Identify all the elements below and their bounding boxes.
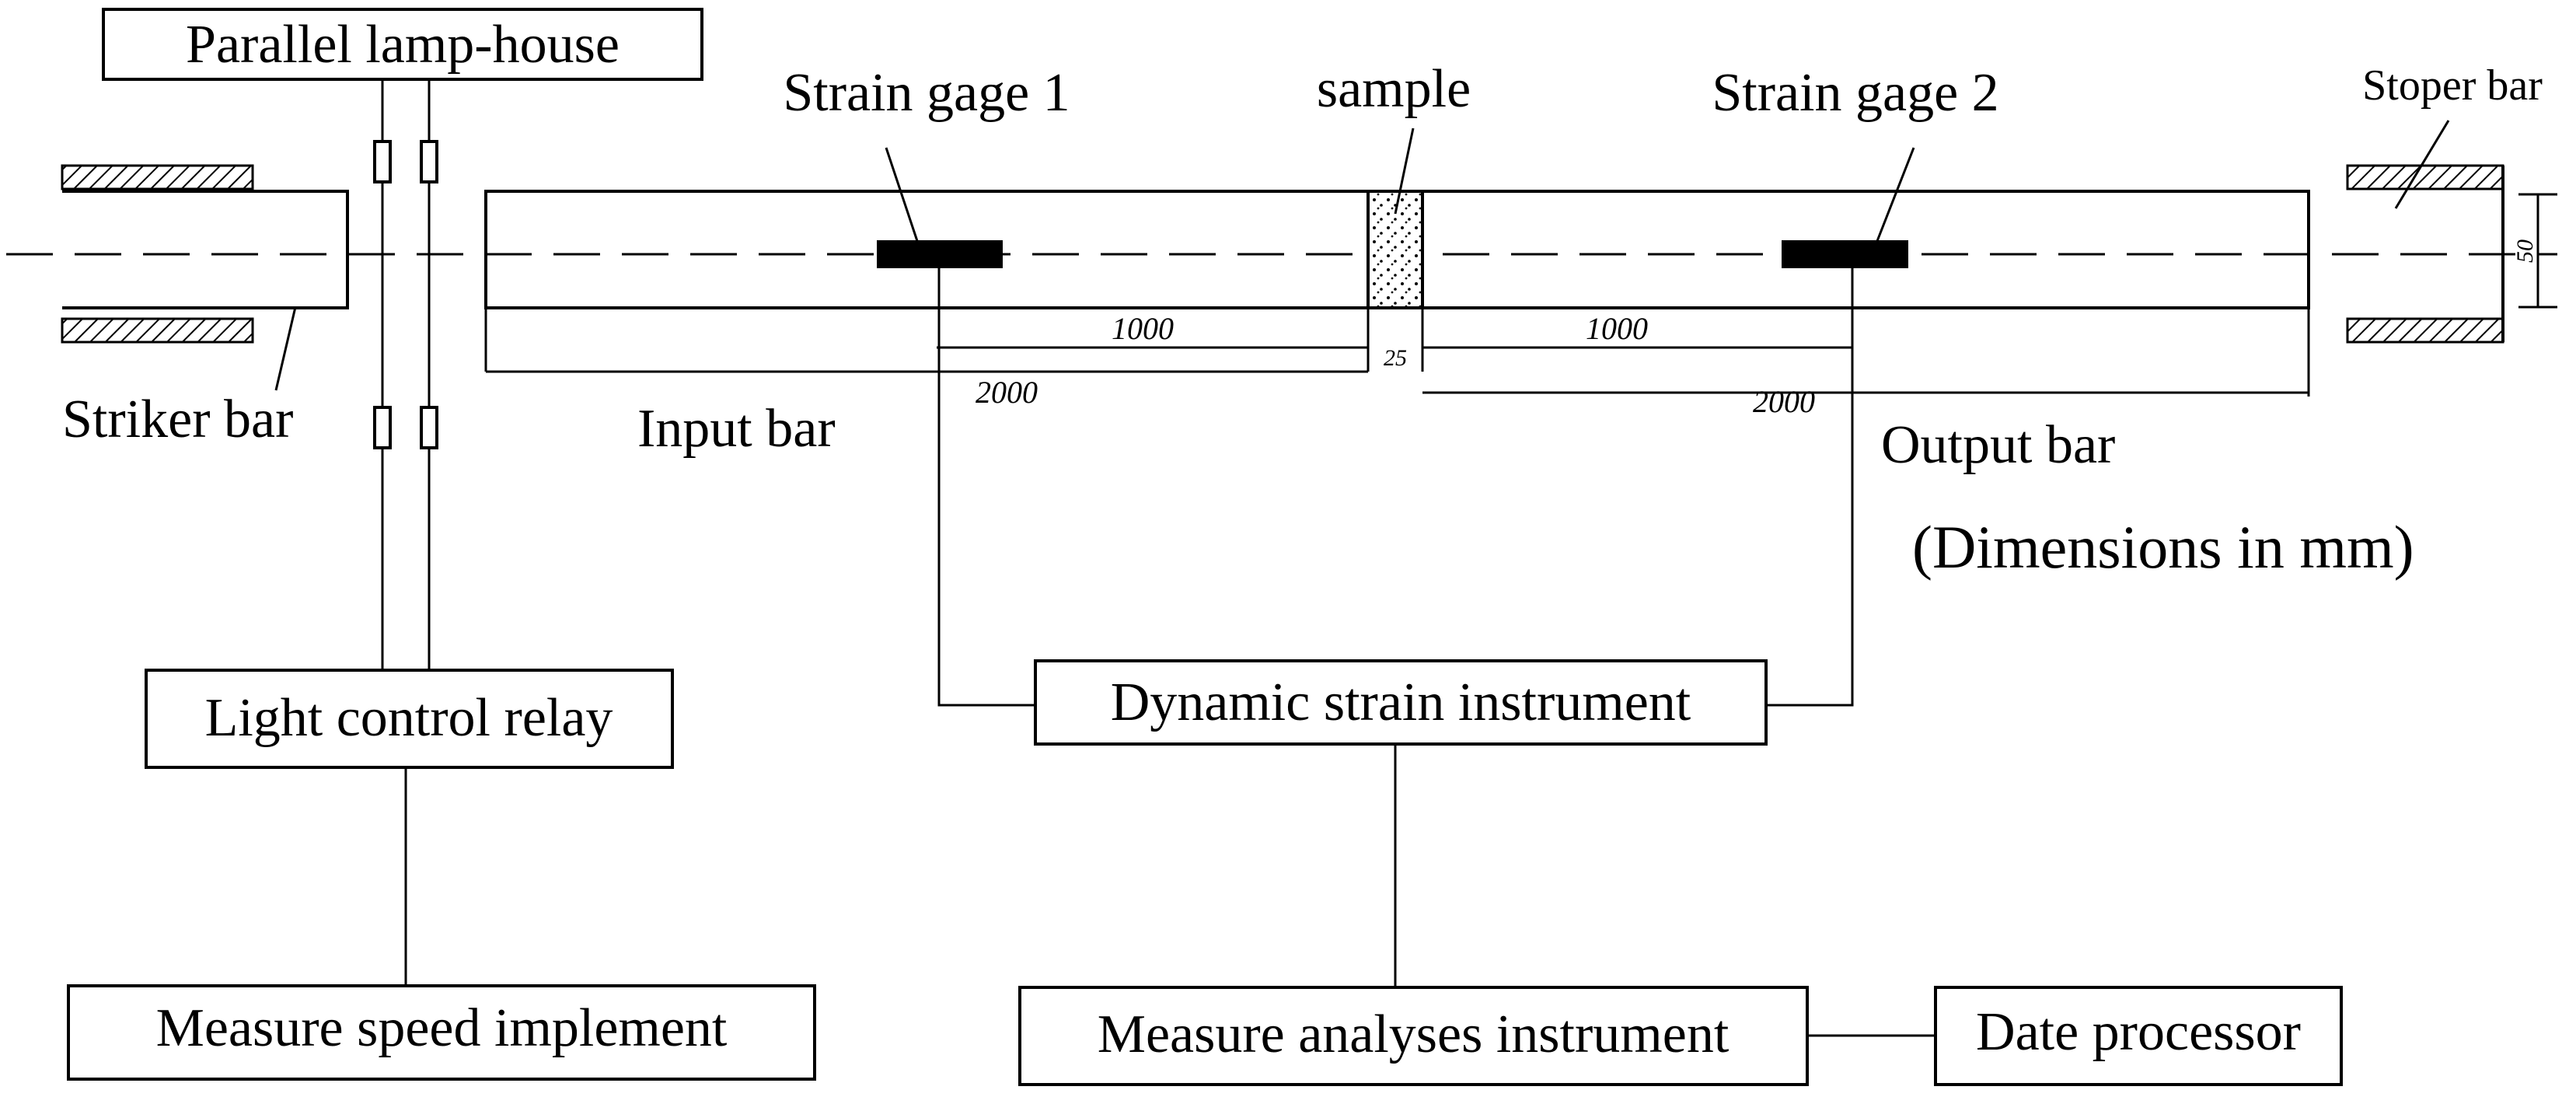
dynamic-strain-instrument-box xyxy=(1034,659,1768,746)
striker-housing-bottom xyxy=(61,317,254,344)
output-bar xyxy=(1421,190,2310,309)
light-control-relay-label: Light control relay xyxy=(205,688,613,748)
strain-gage-2 xyxy=(1782,240,1908,268)
lamp-lower-right xyxy=(420,406,438,449)
parallel-lamp-house-box xyxy=(102,8,703,81)
stoper-bar-label: Stoper bar xyxy=(2362,61,2543,110)
sample-label: sample xyxy=(1317,59,1471,119)
dim-sample-to-gage2: 1000 xyxy=(1586,311,1648,346)
strain-gage-2-leader xyxy=(1876,147,1915,242)
dynamic-strain-instrument-label: Dynamic strain instrument xyxy=(1111,673,1691,732)
measure-speed-implement-label: Measure speed implement xyxy=(156,998,728,1058)
dim-sample-length: 25 xyxy=(1384,345,1407,371)
output-bar-label: Output bar xyxy=(1881,415,2115,475)
strain-gage-1-leader xyxy=(885,147,919,242)
measure-analyses-instrument-box xyxy=(1018,986,1809,1086)
measure-speed-implement-box xyxy=(67,984,816,1081)
wire-gage2 xyxy=(1766,268,1854,707)
striker-bar xyxy=(62,190,349,309)
dim-output-bar-length: 2000 xyxy=(1753,384,1815,419)
dim-bar-diameter: 50 xyxy=(2512,239,2538,263)
lamp-upper-right xyxy=(420,140,438,183)
lamp-lower-left xyxy=(373,406,392,449)
input-bar-label: Input bar xyxy=(637,399,836,459)
wire-gage1 xyxy=(937,268,1035,707)
strain-gage-1 xyxy=(877,240,1003,268)
measure-analyses-instrument-label: Measure analyses instrument xyxy=(1098,1004,1730,1064)
stopper-leader xyxy=(2394,120,2450,209)
stopper-housing-bottom xyxy=(2346,317,2504,344)
dimensions-note: (Dimensions in mm) xyxy=(1912,513,2414,581)
date-processor-box xyxy=(1934,986,2343,1086)
strain-gage-1-label: Strain gage 1 xyxy=(783,63,1070,123)
dim-input-bar-length: 2000 xyxy=(976,375,1038,410)
striker-housing-top xyxy=(61,164,254,190)
sample-leader xyxy=(1394,128,1415,215)
parallel-lamp-house-label: Parallel lamp-house xyxy=(186,15,620,75)
date-processor-label: Date processor xyxy=(1976,1002,2301,1062)
stopper-housing-top xyxy=(2346,164,2504,190)
striker-bar-label: Striker bar xyxy=(62,390,293,449)
light-control-relay-box xyxy=(145,669,674,769)
striker-leader xyxy=(274,306,297,391)
lamp-upper-left xyxy=(373,140,392,183)
dim-gage1-to-sample: 1000 xyxy=(1112,311,1174,346)
strain-gage-2-label: Strain gage 2 xyxy=(1712,63,1998,123)
